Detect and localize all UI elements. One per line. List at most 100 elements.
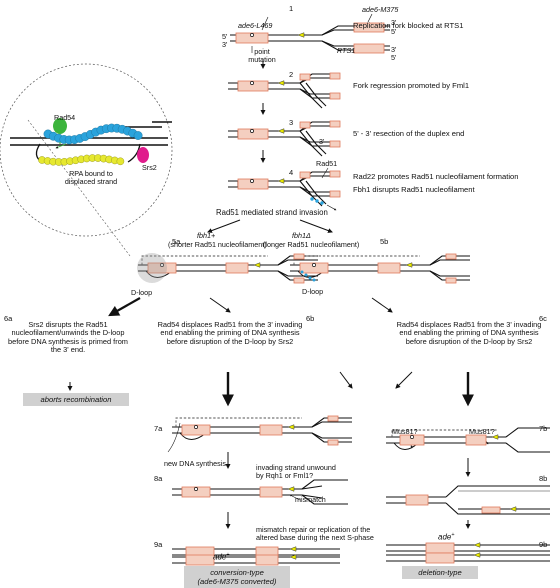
step-label-7a: 7a xyxy=(154,424,163,433)
s9b-ade6-1 xyxy=(425,552,455,564)
step-label-3: 3 xyxy=(289,118,294,127)
step3-caption: 5' - 3' resection of the duplex end xyxy=(353,129,465,138)
mus81-right-label: Mus81? xyxy=(469,427,495,436)
s3-regressed-b xyxy=(305,130,327,155)
s8b-arm-ta xyxy=(445,485,550,498)
s2-rts1 xyxy=(277,80,285,86)
s4-rad51-bead-2 xyxy=(320,201,324,205)
s7b-arm-bb xyxy=(505,442,550,453)
s5b-rad51-bead-3 xyxy=(312,278,316,282)
arrow-to-5a xyxy=(207,219,241,233)
rts1-label: RTS1 xyxy=(337,46,356,55)
s3-rts1 xyxy=(277,128,285,134)
s7a-arm-ba xyxy=(311,432,352,439)
s5b-rad51-bead-0 xyxy=(300,270,304,274)
inset-circle xyxy=(0,63,173,237)
arrow-5a-6a xyxy=(108,297,141,317)
s5a-arm-tb xyxy=(277,259,318,266)
ade-sup-9b: + xyxy=(451,532,455,538)
new-dna-synthesis-label: new DNA synthesis xyxy=(164,459,226,468)
branch-5b-note: (longer Rad51 nucleofilament) xyxy=(263,240,360,249)
aborts-recombination-box: aborts recombination xyxy=(23,393,129,407)
s9b-rts1-1 xyxy=(473,552,481,558)
s7a-dashed-strand xyxy=(175,417,302,427)
s7b-dashed xyxy=(391,429,498,437)
s7a-ade6-left xyxy=(181,424,211,436)
s5a-ade6-left xyxy=(147,262,177,274)
strand-end-3-bottom: 3' xyxy=(391,45,397,54)
step-label-9b: 9b xyxy=(539,540,548,549)
step-label-8a: 8a xyxy=(154,474,163,483)
inset-rad51-bead-17 xyxy=(133,131,143,140)
step-label-1: 1 xyxy=(289,4,294,13)
arrow-6b-7b xyxy=(339,371,353,389)
inset-rad54 xyxy=(53,118,67,134)
s9a-ade6-mid-1 xyxy=(255,554,279,566)
s9a-rts1-1 xyxy=(289,554,297,560)
strand-end-5-bottom: 5' xyxy=(391,53,397,62)
s5a-ade6-mid xyxy=(225,262,249,274)
s4-rts1 xyxy=(277,178,285,184)
step-label-9a: 9a xyxy=(154,540,163,549)
s5a-mut xyxy=(160,263,164,267)
s5b-rad51-bead-1 xyxy=(304,273,308,277)
s7a-rts1 xyxy=(287,424,295,430)
s7a-ade6-fork-b xyxy=(327,439,339,446)
s4-ade6-box-fork-top xyxy=(329,170,341,178)
s7b-ade6-mid xyxy=(465,434,487,446)
step-label-4: 4 xyxy=(289,168,294,177)
s5b-rad51-bead-2 xyxy=(308,276,312,280)
s7a-arm-ta xyxy=(311,417,352,428)
inset-srs2-label: Srs2 xyxy=(142,163,157,172)
s4-rad51-pointer xyxy=(321,167,329,179)
s5b-mut xyxy=(312,263,316,267)
conversion-type-box: conversion-type (ade6-M375 converted) xyxy=(184,566,290,588)
ade-plus-label-9b: ade+ xyxy=(438,531,455,542)
step-label-5b: 5b xyxy=(380,237,389,246)
step-label-7b: 7b xyxy=(539,424,548,433)
step4-caption-1: Rad22 promotes Rad51 nucleofilament form… xyxy=(353,172,519,181)
step-label-5a: 5a xyxy=(172,237,181,246)
mismatch-label: mismatch xyxy=(295,495,326,504)
step-label-2: 2 xyxy=(289,70,294,79)
s5b-ade6-left xyxy=(299,262,329,274)
s7a-arm-bb xyxy=(311,432,352,443)
s3-ade6-box-left xyxy=(237,128,269,140)
s3-ade6-box-fork-top xyxy=(329,120,341,128)
s5a-arm-ta xyxy=(277,255,318,266)
s8b-rts1 xyxy=(509,506,517,512)
s7a-new-synthesis-pointer xyxy=(167,422,181,453)
point-mutation-label: point mutation xyxy=(248,47,276,65)
s7a-ade6-mid xyxy=(259,424,283,436)
step-label-6c: 6c xyxy=(539,314,547,323)
s5a-arm-bb xyxy=(277,270,318,281)
step1-caption: Replication fork blocked at RTS1 xyxy=(353,21,464,30)
s3-ade6-box-fork-bottom xyxy=(329,140,341,148)
step3-end-label: 3' xyxy=(319,137,325,146)
s3-ade6-box-right xyxy=(299,121,311,129)
s8b-ade6-arm xyxy=(481,506,501,514)
s7a-arm-tb xyxy=(311,421,352,428)
s4-ade6-box-left xyxy=(237,178,269,190)
s2-regressed-a xyxy=(299,82,323,109)
s5a-ade6-fork-t xyxy=(293,253,305,260)
branch-5a-genotype: fbh1+ xyxy=(197,231,216,240)
s5a-dashed-strand xyxy=(141,255,268,265)
strand-end-5-top: 5' xyxy=(391,27,397,36)
s2-mutation xyxy=(250,81,254,85)
s1-allele-pointer-left xyxy=(261,16,269,31)
s5a-rts1 xyxy=(253,262,261,268)
arrow-5a-6b xyxy=(209,297,231,313)
s9b-ade6-0 xyxy=(425,542,455,554)
s8a-ade6-mid xyxy=(259,486,283,498)
s8b-arm-bb xyxy=(445,502,550,515)
s2-ade6-box-left xyxy=(237,80,269,92)
s5b-ade6-fork-t xyxy=(445,253,457,260)
rad51-label-step4: Rad51 xyxy=(316,159,338,168)
s8a-arm-ba xyxy=(301,494,323,499)
s1-rts1-marker xyxy=(297,32,305,38)
s4-mutation xyxy=(250,179,254,183)
step6b-text: Rad54 displaces Rad51 from the 3' invadi… xyxy=(157,320,303,346)
strand-end-3-top: 3' xyxy=(391,18,397,27)
s8b-ade6-left xyxy=(405,494,429,506)
